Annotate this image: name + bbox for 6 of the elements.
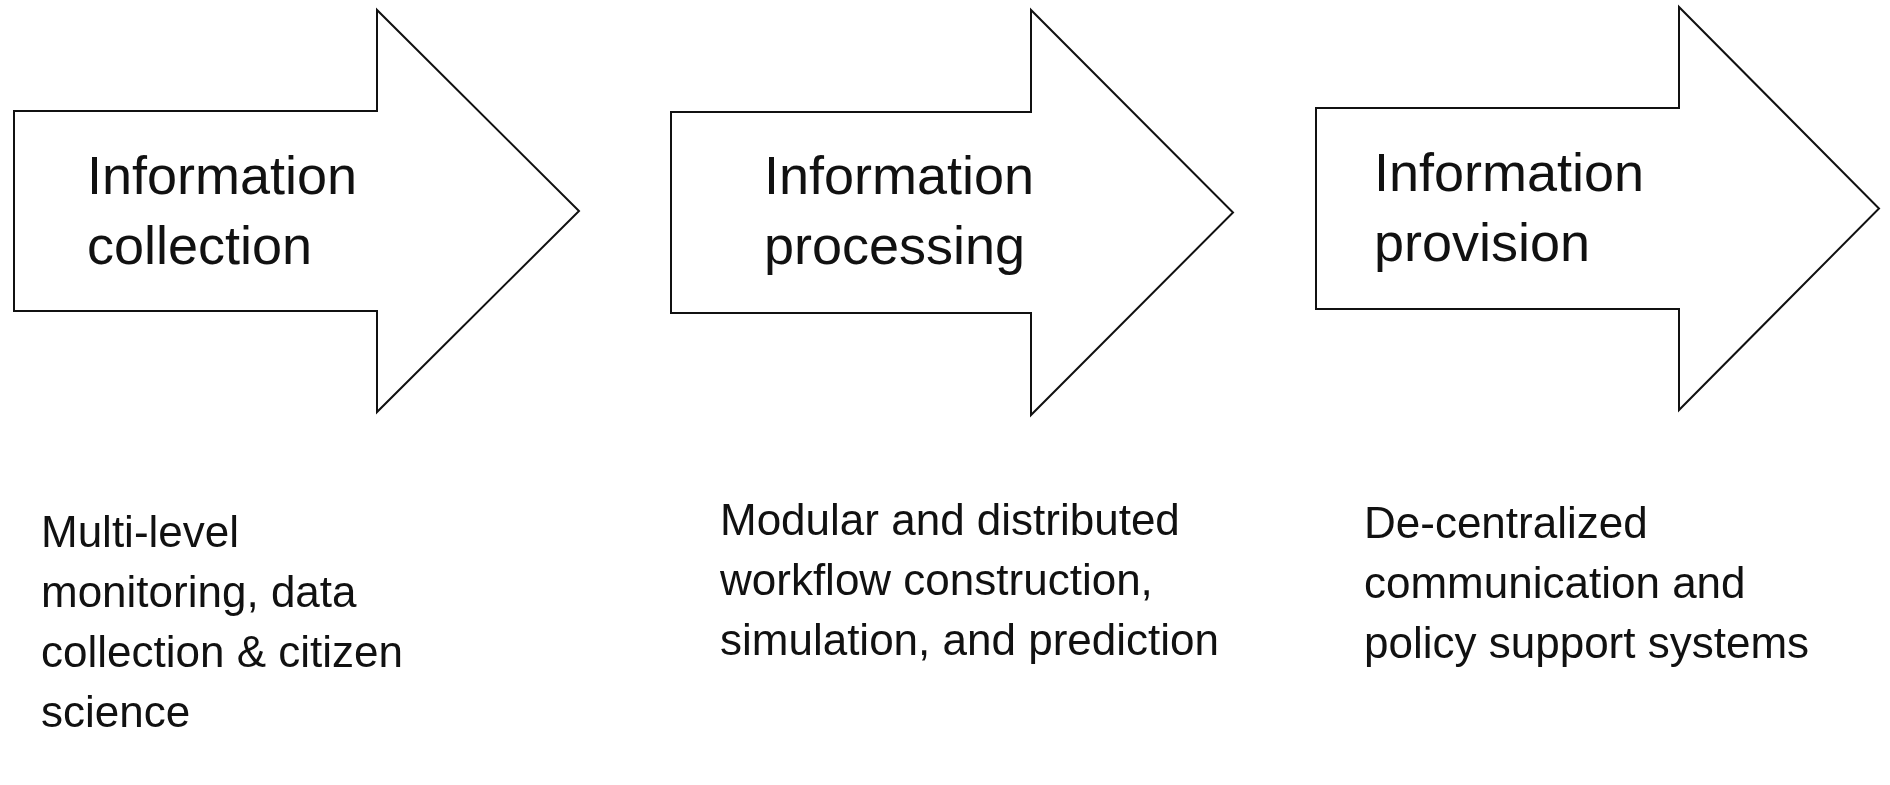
stage-description: De-centralized communication and policy support systems [1364, 497, 1811, 669]
stage-description: Modular and distributed workflow construction, simulation, and prediction [720, 494, 1220, 666]
stage-title: Information provision [1374, 141, 1646, 274]
stage-title: Information collection [87, 144, 359, 277]
stage-title: Information processing [764, 144, 1036, 277]
stage-description: Multi-level monitoring, data collection & citizen science [41, 506, 404, 738]
